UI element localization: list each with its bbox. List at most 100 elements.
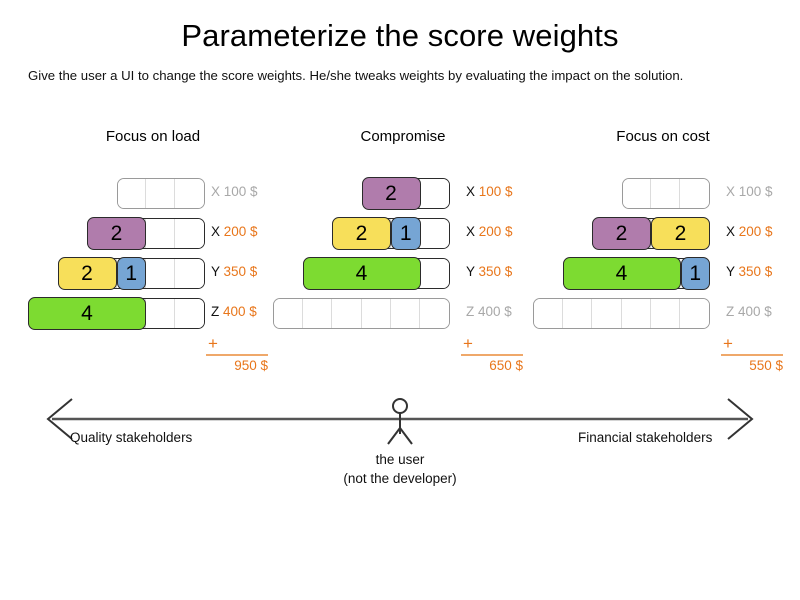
total-rule [461, 354, 523, 357]
weight-slot[interactable] [419, 299, 449, 328]
weight-slot[interactable] [622, 179, 652, 208]
weight-segment[interactable]: 2 [87, 217, 146, 250]
weight-segment-value: 2 [615, 222, 628, 245]
row-price-label: Z 400 $ [211, 304, 257, 319]
row-amount: 400 $ [223, 304, 257, 319]
column-total: +650 $ [461, 335, 523, 373]
weight-slot[interactable] [650, 299, 680, 328]
weight-slot[interactable] [420, 179, 449, 208]
weight-slot[interactable] [174, 259, 205, 288]
weight-slot[interactable] [175, 179, 204, 208]
weight-segment-value: 2 [385, 182, 397, 205]
row-price-label: Y 350 $ [211, 264, 257, 279]
row-price-label: Y 350 $ [726, 264, 772, 279]
user-caption: the user (not the developer) [0, 450, 800, 488]
weight-segment[interactable]: 1 [116, 257, 146, 290]
total-amount: 950 $ [234, 358, 268, 374]
weight-segment-value: 4 [81, 302, 93, 325]
row-amount: 200 $ [738, 224, 773, 239]
weight-row: 4 Z 400 $ [28, 294, 278, 334]
weight-row: 2 X 100 $ [278, 174, 528, 214]
row-amount: 350 $ [478, 264, 513, 279]
weight-slot[interactable] [174, 299, 204, 328]
row-letter: X [466, 184, 476, 199]
row-price-label: Z 400 $ [726, 304, 772, 319]
weight-slot[interactable] [420, 219, 449, 248]
row-price-label: X 200 $ [726, 224, 773, 239]
weight-segment[interactable]: 2 [592, 217, 651, 250]
row-amount: 200 $ [478, 224, 513, 239]
weight-slot[interactable] [621, 299, 651, 328]
weight-slot[interactable] [146, 179, 176, 208]
weight-segment[interactable]: 2 [651, 217, 710, 250]
weight-slot[interactable] [146, 219, 175, 248]
weight-segment[interactable]: 2 [332, 217, 391, 250]
weight-slot[interactable] [175, 219, 204, 248]
weight-slot[interactable] [274, 299, 304, 328]
weight-segment[interactable]: 2 [361, 177, 421, 210]
row-letter: Z [726, 304, 735, 319]
weight-segment[interactable]: 1 [391, 217, 421, 250]
weight-slot[interactable] [303, 299, 333, 328]
weight-segment-value: 4 [615, 262, 628, 285]
weight-row: Z 400 $ [533, 294, 788, 334]
weight-segment-value: 1 [125, 262, 138, 285]
weight-segment-value: 2 [674, 222, 687, 245]
user-caption-line1: the user [375, 452, 425, 467]
weight-segment-value: 2 [355, 222, 368, 245]
weight-segment[interactable]: 4 [302, 257, 421, 290]
row-price-label: X 100 $ [726, 184, 773, 199]
weight-row: Z 400 $ [273, 294, 528, 334]
weight-slot[interactable] [651, 179, 681, 208]
weight-slider-track[interactable] [621, 178, 710, 209]
weight-slot[interactable] [117, 179, 147, 208]
weight-segment[interactable]: 1 [680, 257, 710, 290]
weight-row: X 100 $ [28, 174, 278, 214]
weight-row: 4 1 Y 350 $ [538, 254, 788, 294]
weight-segment[interactable]: 2 [57, 257, 117, 290]
weight-slider-track[interactable] [533, 298, 710, 329]
weight-slot[interactable] [534, 299, 564, 328]
weight-slot[interactable] [592, 299, 622, 328]
row-letter: Z [466, 304, 475, 319]
weight-slot[interactable] [419, 259, 450, 288]
plus-sign: + [723, 334, 733, 353]
column-total: +550 $ [721, 334, 783, 374]
row-amount: 350 $ [738, 264, 773, 279]
row-amount: 100 $ [223, 184, 258, 199]
row-amount: 400 $ [738, 304, 772, 319]
weight-row: X 100 $ [538, 174, 788, 214]
double-arrow-axis [46, 398, 754, 445]
page-title: Parameterize the score weights [181, 18, 619, 53]
weight-segment[interactable]: 4 [28, 297, 146, 330]
weight-slider-track[interactable] [273, 298, 450, 329]
row-price-label: Z 400 $ [466, 304, 512, 319]
weight-segment[interactable]: 4 [562, 257, 681, 290]
weight-slot[interactable] [361, 299, 391, 328]
row-amount: 100 $ [738, 184, 773, 199]
row-price-label: X 200 $ [211, 224, 258, 239]
weight-segment-value: 4 [355, 262, 368, 285]
plus-sign: + [208, 334, 218, 353]
weight-slot[interactable] [145, 259, 175, 288]
weight-slot[interactable] [679, 299, 709, 328]
row-letter: Y [726, 264, 735, 279]
column-header: Focus on cost [616, 128, 710, 145]
weight-slider-track[interactable] [116, 178, 205, 209]
row-price-label: X 100 $ [211, 184, 258, 199]
weight-slot[interactable] [332, 299, 362, 328]
weight-segment-value: 2 [110, 222, 123, 245]
weight-segment-value: 1 [689, 262, 702, 285]
weight-slot[interactable] [680, 179, 709, 208]
weight-slot[interactable] [563, 299, 593, 328]
row-letter: X [466, 224, 476, 239]
weight-slot[interactable] [145, 299, 175, 328]
total-rule [206, 354, 268, 357]
total-amount: 550 $ [749, 358, 783, 374]
row-amount: 200 $ [223, 224, 258, 239]
row-price-label: X 100 $ [466, 184, 513, 199]
weight-slot[interactable] [390, 299, 420, 328]
